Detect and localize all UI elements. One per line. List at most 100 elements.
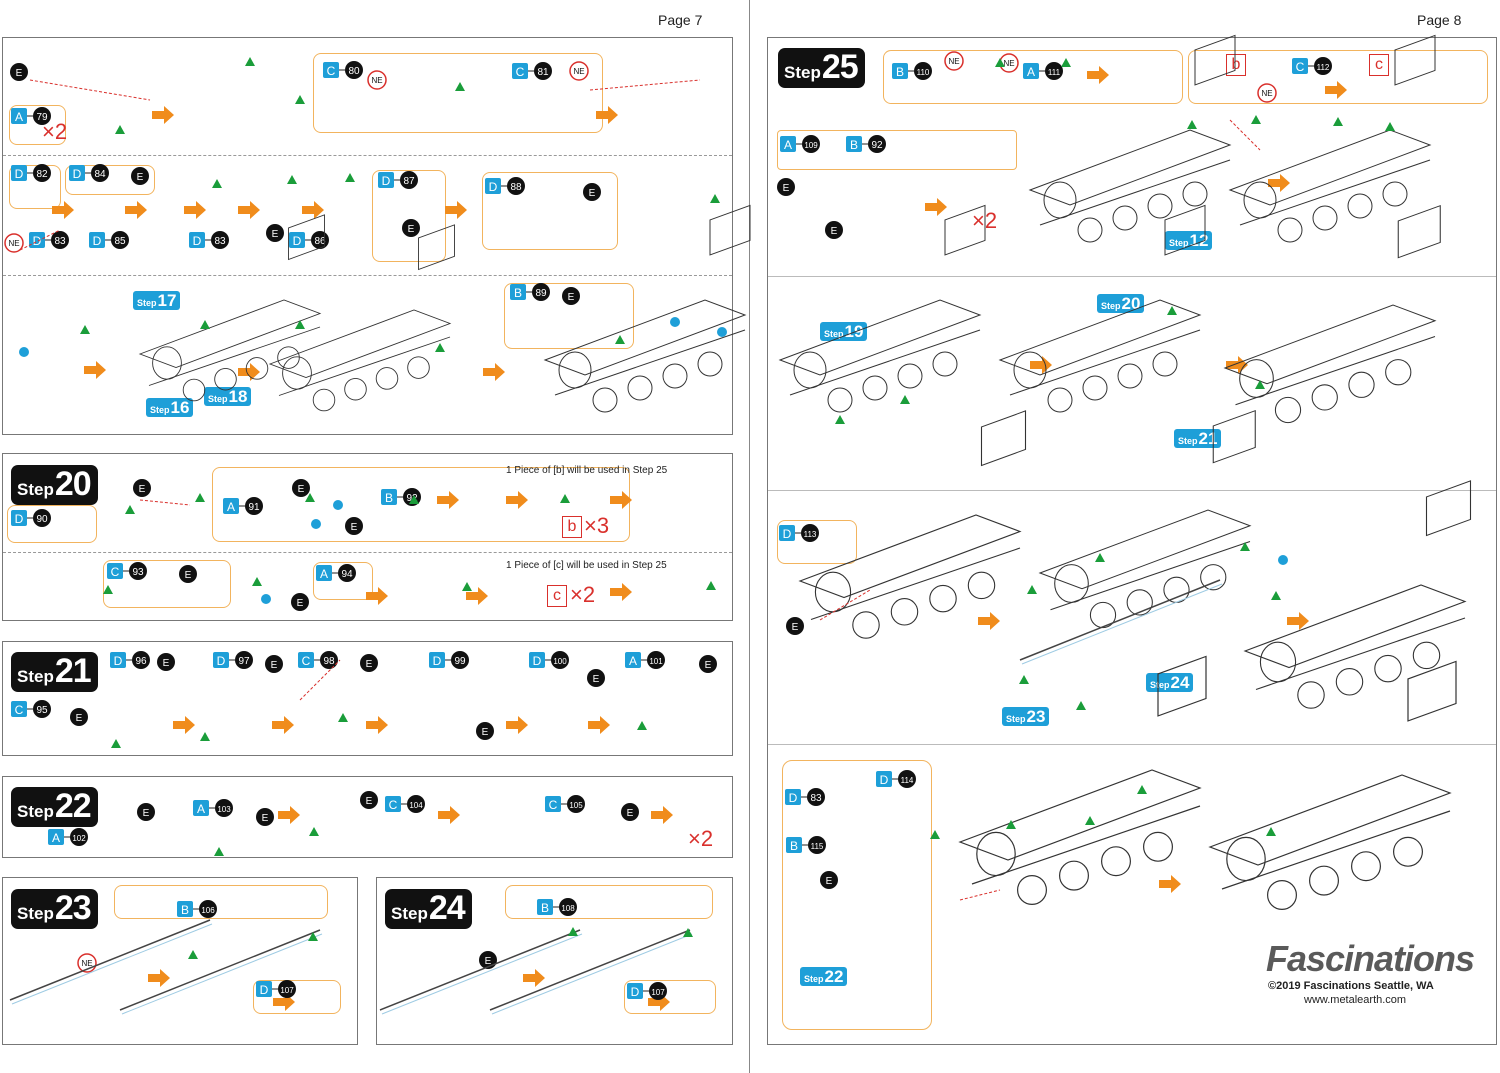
frame-rail-sketch — [121, 933, 323, 1015]
part-letter: D — [382, 174, 391, 188]
part-letter: A — [197, 802, 205, 816]
e-label: E — [568, 292, 575, 303]
part-letter: D — [73, 167, 82, 181]
part-letter-icon — [177, 901, 193, 917]
part-letter: A — [52, 831, 60, 845]
orange-arrow-icon — [238, 201, 260, 219]
green-marker-icon — [568, 927, 578, 936]
part-number-badge — [647, 651, 665, 669]
part-letter-icon — [11, 510, 27, 526]
e-tool-icon — [345, 517, 363, 535]
orange-arrow-icon — [272, 716, 294, 734]
part-letter: C — [15, 703, 24, 717]
multiplier-c: ×2 — [570, 582, 596, 607]
part-letter-icon — [1292, 58, 1308, 74]
green-marker-icon — [308, 932, 318, 941]
ne-label: NE — [1261, 89, 1272, 98]
green-marker-icon — [462, 582, 472, 591]
locomotive-sketch — [798, 410, 1027, 639]
part-number: 79 — [36, 112, 48, 123]
part-letter-icon — [316, 565, 332, 581]
part-number: 110 — [917, 68, 930, 77]
part-letter-icon — [11, 701, 27, 717]
part-number-badge — [338, 564, 356, 582]
e-tool-icon — [587, 669, 605, 687]
green-marker-icon — [637, 721, 647, 730]
e-label: E — [482, 727, 489, 738]
part-number-badge — [211, 231, 229, 249]
frame-rail-sketch — [9, 919, 211, 1001]
green-marker-icon — [295, 95, 305, 104]
part-number-badge — [33, 509, 51, 527]
part-letter: A — [15, 110, 23, 124]
boiler-sketch — [138, 214, 325, 402]
green-marker-icon — [200, 732, 210, 741]
part-letter-icon — [48, 829, 64, 845]
ne-label: NE — [8, 239, 19, 248]
locomotive-sketch — [1223, 204, 1441, 424]
green-marker-icon — [252, 577, 262, 586]
e-tool-icon — [786, 617, 804, 635]
part-letter-icon — [298, 652, 314, 668]
part-box — [624, 980, 716, 1014]
red-leader-line — [29, 79, 151, 101]
green-marker-icon — [435, 343, 445, 352]
part-number: 87 — [403, 176, 415, 187]
part-number: 115 — [811, 842, 824, 851]
part-letter-icon — [785, 789, 801, 805]
e-label: E — [826, 876, 833, 887]
part-number-badge — [199, 900, 217, 918]
part-letter-icon — [289, 232, 305, 248]
part-letter-icon — [1023, 63, 1039, 79]
green-marker-icon — [615, 335, 625, 344]
part-letter-icon — [779, 525, 795, 541]
blue-dot-icon — [1278, 555, 1288, 565]
part-letter-icon — [786, 837, 802, 853]
green-marker-icon — [1266, 827, 1276, 836]
part-number: 84 — [94, 169, 106, 180]
part-letter: C — [111, 565, 120, 579]
chassis-sketch — [1028, 34, 1236, 243]
part-letter-icon — [89, 232, 105, 248]
part-number-badge — [345, 61, 363, 79]
part-letter-icon — [29, 232, 45, 248]
orange-arrow-icon — [445, 201, 467, 219]
part-letter: D — [15, 167, 24, 181]
part-number: 94 — [341, 569, 353, 580]
panel-step22 — [2, 776, 733, 858]
part-box — [313, 53, 603, 133]
letter-box-b: b — [562, 516, 582, 538]
green-marker-icon — [710, 194, 720, 203]
part-letter: B — [541, 901, 549, 915]
locomotive-sketch — [1038, 409, 1256, 629]
part-letter-icon — [529, 652, 545, 668]
part-letter-icon — [537, 899, 553, 915]
orange-arrow-icon — [506, 491, 528, 509]
ne-label: NE — [1003, 59, 1014, 68]
green-marker-icon — [900, 395, 910, 404]
green-marker-icon — [1251, 115, 1261, 124]
part-box — [253, 980, 341, 1014]
part-number: 88 — [510, 182, 522, 193]
frame-rail-sketch — [381, 933, 583, 1015]
green-marker-icon — [212, 179, 222, 188]
orange-arrow-icon — [1226, 356, 1248, 374]
orange-arrow-icon — [1030, 356, 1052, 374]
part-letter: A — [227, 500, 235, 514]
part-box — [212, 467, 630, 542]
part-number-badge — [534, 62, 552, 80]
part-number: 109 — [804, 141, 818, 150]
e-label: E — [163, 658, 170, 669]
part-number-badge — [91, 164, 109, 182]
part-letter: B — [514, 286, 522, 300]
orange-arrow-icon — [302, 201, 324, 219]
orange-arrow-icon — [437, 491, 459, 509]
part-number-badge — [507, 177, 525, 195]
letter-box-b-step25: b — [1226, 54, 1246, 76]
part-number: 97 — [238, 656, 250, 667]
part-letter: A — [784, 138, 792, 152]
